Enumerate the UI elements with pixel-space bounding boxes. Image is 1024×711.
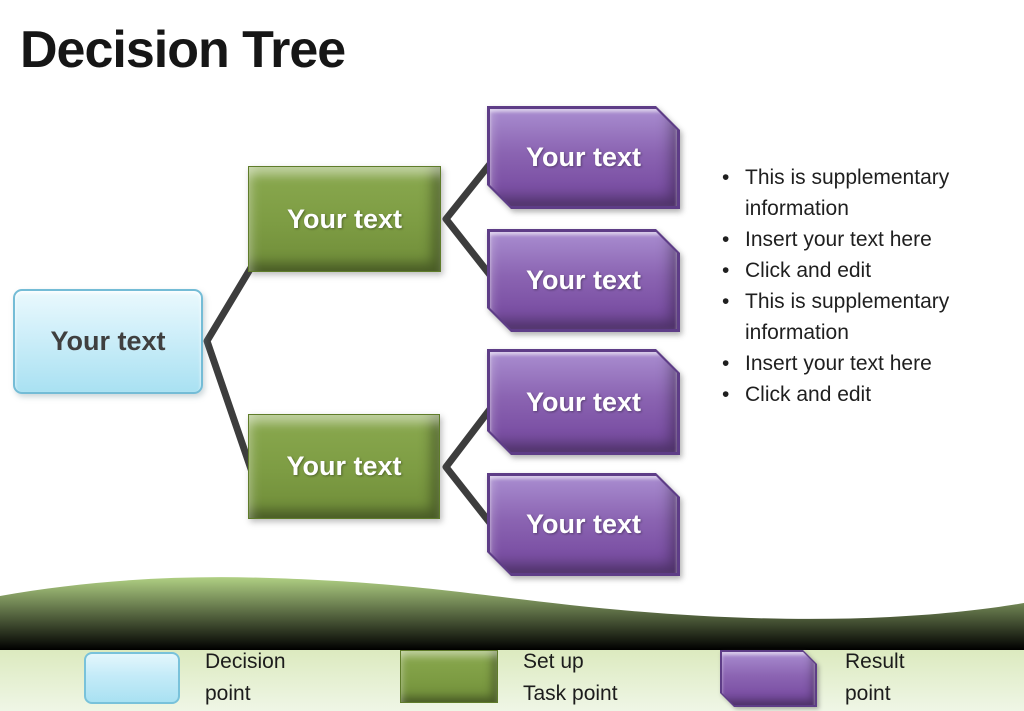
bullet-text: Insert your text here xyxy=(745,228,932,251)
result-point-swatch xyxy=(720,650,817,707)
result-leaf-label-1: Your text xyxy=(525,142,641,172)
result-leaf-frame-1: Your text xyxy=(487,106,680,209)
bullet-icon: • xyxy=(722,166,730,189)
bullet-item: • Insert your text here xyxy=(722,224,1014,255)
result-leaf-frame-2: Your text xyxy=(487,229,680,332)
bullet-item: • Insert your text here xyxy=(722,348,1014,379)
result-leaf-frame-3: Your text xyxy=(487,349,680,455)
connector-branch2-to-leaves xyxy=(442,400,498,532)
task-branch-box-2[interactable]: Your text xyxy=(248,414,440,519)
decision-point-swatch xyxy=(84,652,180,704)
setup-task-point-label: Set up Task point xyxy=(523,650,618,705)
supplementary-bullet-list[interactable]: • This is supplementary information • In… xyxy=(722,162,1014,410)
bullet-text: Click and edit xyxy=(745,383,872,406)
result-leaf-box-1[interactable]: Your text xyxy=(487,106,680,209)
bullet-icon: • xyxy=(722,290,730,313)
task-branch-box-1[interactable]: Your text xyxy=(248,166,441,272)
bullet-icon: • xyxy=(722,383,730,406)
result-leaf-box-2[interactable]: Your text xyxy=(487,229,680,332)
bullet-icon: • xyxy=(722,228,730,251)
task-branch-label-2: Your text xyxy=(286,451,402,481)
decision-root-box[interactable]: Your text xyxy=(13,289,203,394)
bullet-icon: • xyxy=(722,352,730,375)
result-point-label: Result point xyxy=(845,650,905,705)
result-leaf-frame-4: Your text xyxy=(487,473,680,576)
bullet-text: Insert your text here xyxy=(745,352,932,375)
decision-point-label: Decision point xyxy=(205,650,286,705)
result-leaf-label-2: Your text xyxy=(525,265,641,295)
bullet-text: This is supplementary information xyxy=(745,166,950,220)
slide-title: Decision Tree xyxy=(20,21,346,79)
bullet-item: • Click and edit xyxy=(722,255,1014,286)
decision-root-label: Your text xyxy=(50,326,166,356)
connector-root-to-branches xyxy=(203,262,256,476)
bullet-item: • This is supplementary information xyxy=(722,286,1014,348)
result-leaf-box-3[interactable]: Your text xyxy=(487,349,680,455)
result-leaf-box-4[interactable]: Your text xyxy=(487,473,680,576)
result-leaf-label-4: Your text xyxy=(525,509,641,539)
bullet-text: This is supplementary information xyxy=(745,290,950,344)
task-branch-label-1: Your text xyxy=(286,203,402,234)
bullet-icon: • xyxy=(722,259,730,282)
bullet-item: • Click and edit xyxy=(722,379,1014,410)
bullet-text: Click and edit xyxy=(745,259,872,282)
result-leaf-label-3: Your text xyxy=(525,386,641,417)
connector-branch1-to-leaves xyxy=(442,155,498,284)
setup-task-point-swatch xyxy=(400,650,498,703)
bullet-item: • This is supplementary information xyxy=(722,162,1014,224)
